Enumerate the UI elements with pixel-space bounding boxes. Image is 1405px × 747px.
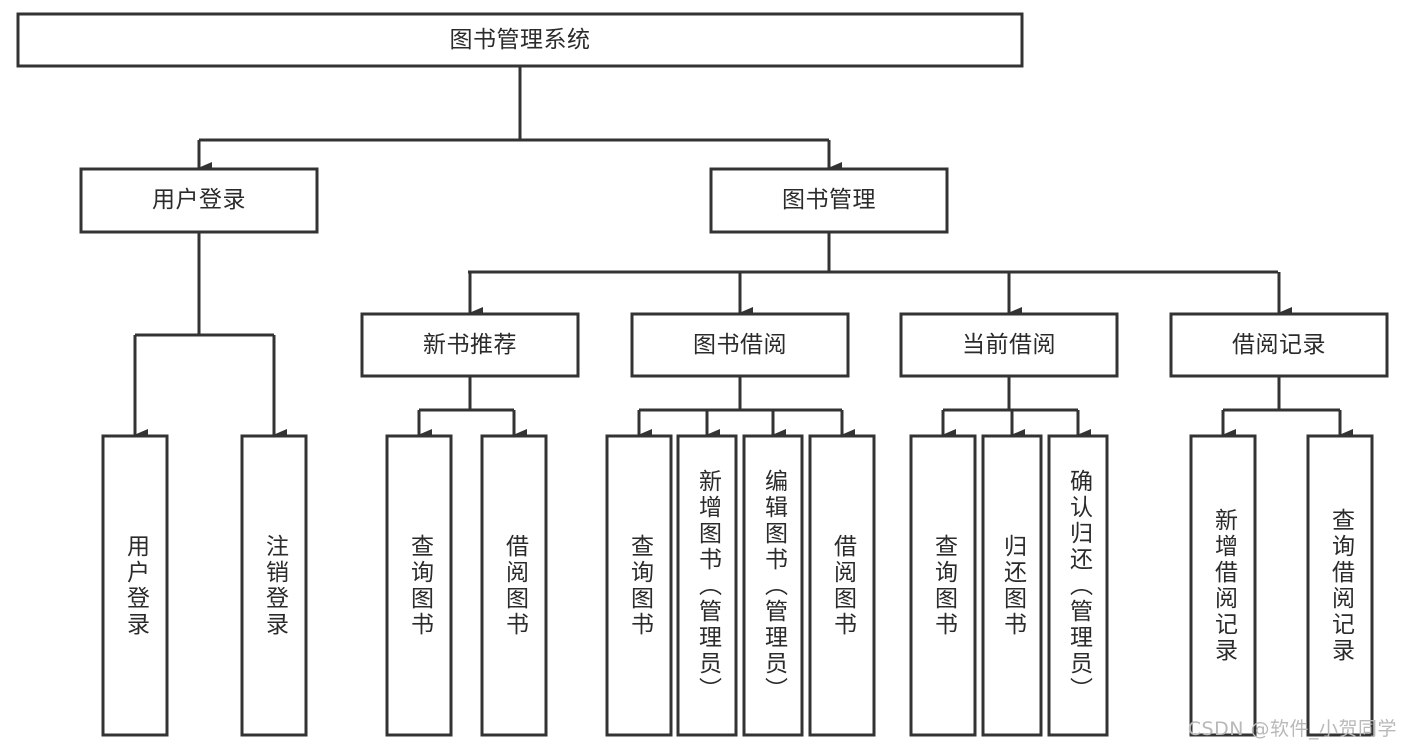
node-box-leaf-query-record[interactable]	[1306, 434, 1374, 737]
connector-layer	[133, 66, 1353, 441]
node-box-user-login[interactable]	[79, 167, 319, 234]
node-box-leaf-edit-book[interactable]	[742, 434, 804, 737]
node-box-leaf-logout[interactable]	[240, 434, 308, 737]
node-box-leaf-query-book-1[interactable]	[385, 434, 453, 737]
node-box-leaf-query-book-2[interactable]	[605, 434, 673, 737]
node-box-new-book-rec[interactable]	[360, 312, 580, 378]
node-box-leaf-borrow-book-2[interactable]	[808, 434, 876, 737]
node-box-leaf-return-book[interactable]	[981, 434, 1043, 737]
node-box-root[interactable]	[16, 12, 1024, 68]
node-box-book-manage[interactable]	[709, 167, 949, 234]
node-box-leaf-confirm-return[interactable]	[1047, 434, 1109, 737]
node-box-leaf-query-book-3[interactable]	[909, 434, 977, 737]
watermark-text: CSDN @软件_小贺同学	[1187, 718, 1397, 740]
node-box-leaf-user-login[interactable]	[101, 434, 169, 737]
node-box-leaf-add-record[interactable]	[1189, 434, 1257, 737]
node-box-borrow-record[interactable]	[1169, 312, 1389, 378]
node-box-leaf-add-book[interactable]	[676, 434, 738, 737]
node-box-current-borrow[interactable]	[899, 312, 1119, 378]
node-box-book-borrow[interactable]	[630, 312, 850, 378]
node-box-leaf-borrow-book-1[interactable]	[480, 434, 548, 737]
box-layer	[16, 12, 1389, 737]
